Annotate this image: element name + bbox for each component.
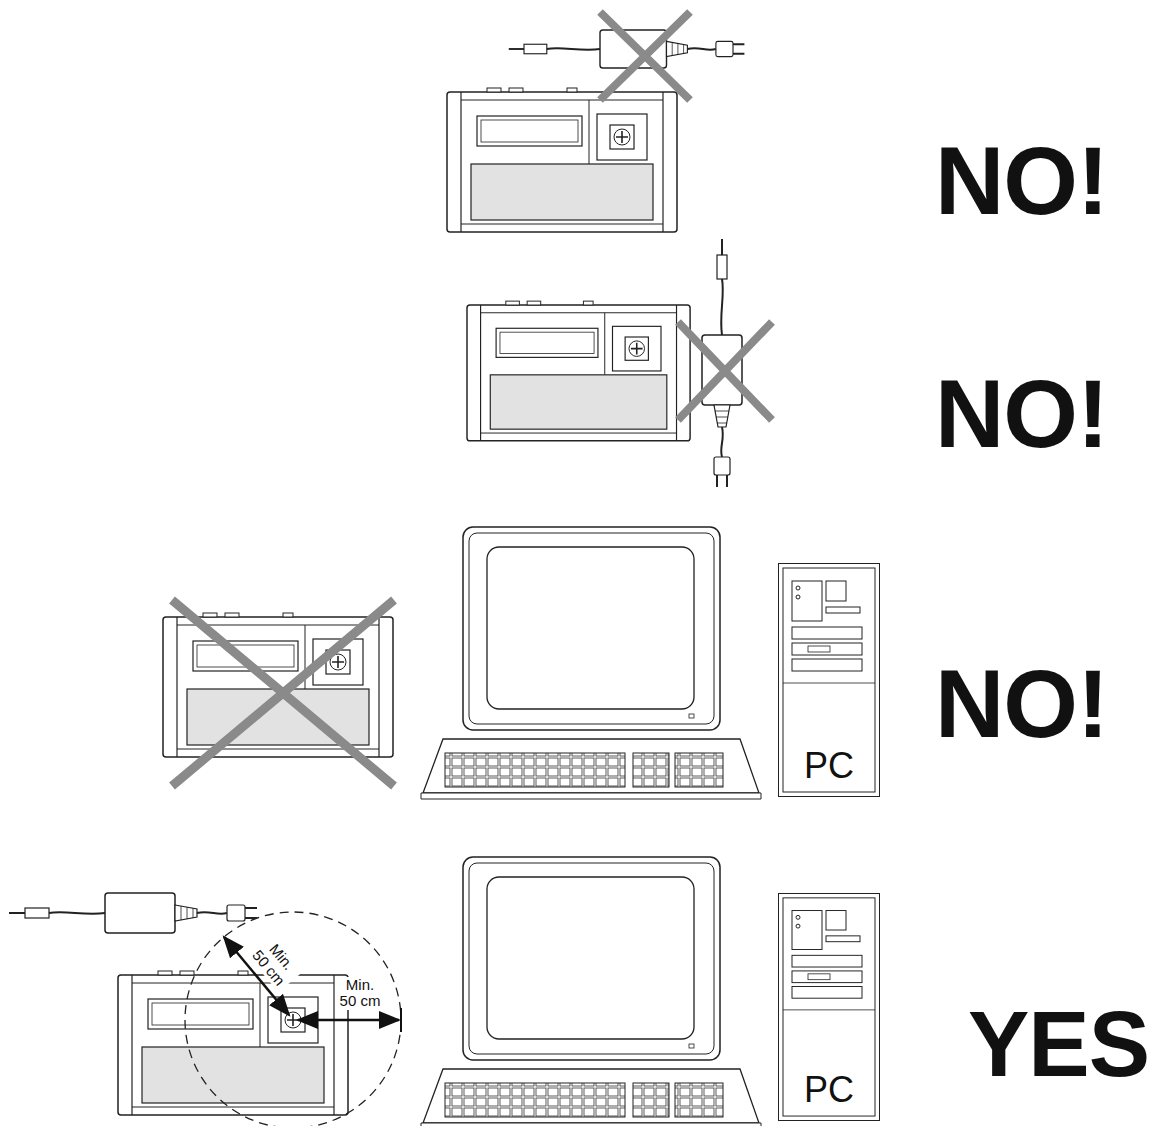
pc-label: PC xyxy=(804,746,854,786)
warning-text: NO! xyxy=(935,133,1108,229)
pc-tower: PC xyxy=(778,563,880,797)
warning-text: NO! xyxy=(935,366,1108,462)
warning-text: NO! xyxy=(935,656,1108,752)
approval-text: YES xyxy=(968,998,1149,1090)
dimension-label: Min. 50 cm xyxy=(246,932,303,992)
dimension-label: Min. 50 cm xyxy=(335,977,385,1010)
pc-label: PC xyxy=(804,1070,854,1110)
pc-tower: PC xyxy=(778,893,880,1121)
